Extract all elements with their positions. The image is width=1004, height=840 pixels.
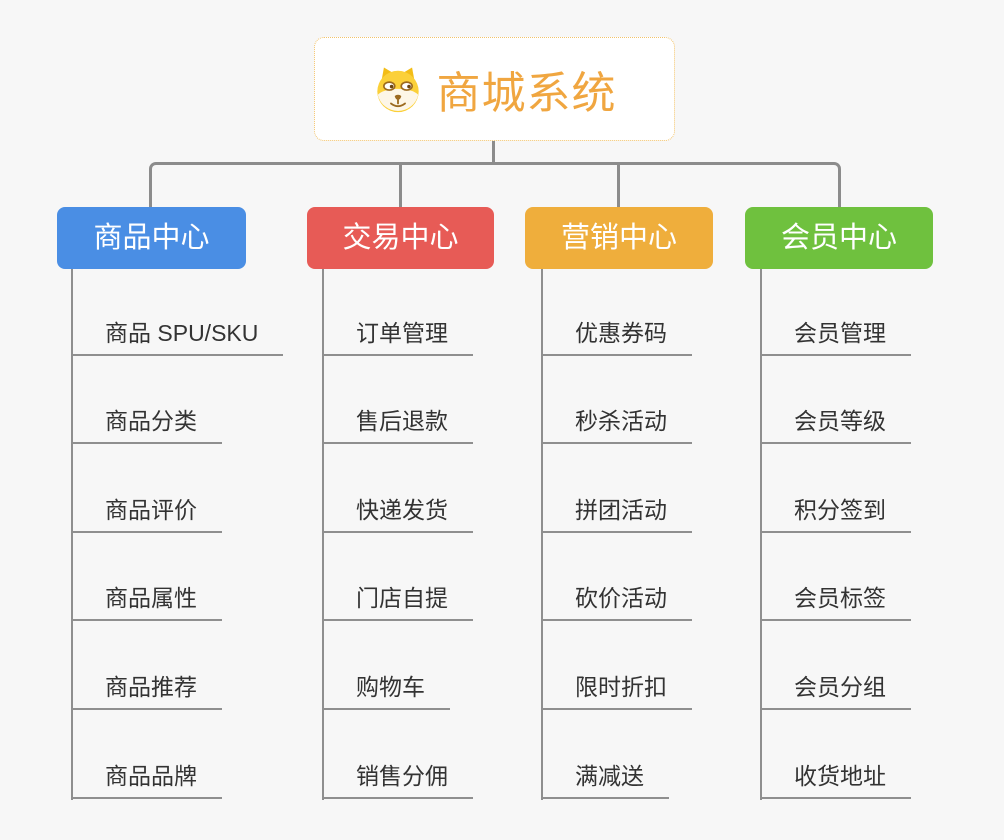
connector-spine-marketing — [541, 269, 543, 800]
leaf-column-product: 商品 SPU/SKU 商品分类 商品评价 商品属性 商品推荐 商品品牌 — [71, 267, 284, 799]
leaf-row: 秒杀活动 — [541, 356, 692, 445]
leaf-node[interactable]: 订单管理 — [322, 314, 473, 356]
connector-branch-frame — [149, 162, 841, 207]
leaf-node[interactable]: 购物车 — [322, 668, 450, 710]
leaf-row: 商品 SPU/SKU — [71, 267, 284, 356]
leaf-row: 商品评价 — [71, 444, 283, 533]
leaf-node[interactable]: 限时折扣 — [541, 668, 692, 710]
leaf-row: 会员等级 — [760, 356, 911, 445]
leaf-row: 商品分类 — [71, 356, 283, 445]
leaf-node[interactable]: 销售分佣 — [322, 757, 473, 799]
leaf-row: 门店自提 — [322, 533, 473, 622]
leaf-node[interactable]: 会员等级 — [760, 402, 911, 445]
leaf-row: 商品推荐 — [71, 621, 283, 710]
root-title: 商城系统 — [436, 69, 617, 118]
dog-face-icon — [376, 67, 419, 113]
leaf-node[interactable]: 快递发货 — [322, 491, 473, 533]
leaf-node[interactable]: 拼团活动 — [541, 491, 692, 533]
branch-node-marketing-center[interactable]: 营销中心 — [525, 207, 713, 269]
leaf-node[interactable]: 商品品牌 — [71, 757, 222, 799]
leaf-row: 销售分佣 — [322, 710, 473, 799]
connector-spine-member — [760, 269, 762, 800]
leaf-node[interactable]: 会员分组 — [760, 668, 911, 710]
leaf-node[interactable]: 售后退款 — [322, 402, 473, 445]
root-node-mall-system[interactable]: 商城系统 — [314, 37, 675, 141]
leaf-column-marketing: 优惠券码 秒杀活动 拼团活动 砍价活动 限时折扣 满减送 — [541, 267, 692, 799]
leaf-row: 收货地址 — [760, 710, 911, 799]
leaf-column-trade: 订单管理 售后退款 快递发货 门店自提 购物车 销售分佣 — [322, 267, 473, 799]
connector-drop-trade — [399, 164, 402, 207]
leaf-row: 限时折扣 — [541, 621, 692, 710]
leaf-row: 满减送 — [541, 710, 692, 799]
leaf-row: 会员管理 — [760, 267, 911, 356]
leaf-row: 快递发货 — [322, 444, 473, 533]
leaf-row: 拼团活动 — [541, 444, 692, 533]
leaf-node[interactable]: 商品评价 — [71, 491, 222, 533]
connector-root-drop — [492, 141, 495, 165]
leaf-node[interactable]: 商品分类 — [71, 402, 222, 445]
connector-spine-trade — [322, 269, 324, 800]
leaf-row: 购物车 — [322, 621, 473, 710]
leaf-row: 会员标签 — [760, 533, 911, 622]
leaf-node[interactable]: 商品推荐 — [71, 668, 222, 710]
branch-node-product-center[interactable]: 商品中心 — [57, 207, 246, 269]
leaf-node[interactable]: 秒杀活动 — [541, 402, 692, 445]
leaf-node[interactable]: 积分签到 — [760, 491, 911, 533]
leaf-node[interactable]: 会员管理 — [760, 314, 911, 356]
leaf-row: 订单管理 — [322, 267, 473, 356]
leaf-node[interactable]: 砍价活动 — [541, 579, 692, 622]
leaf-column-member: 会员管理 会员等级 积分签到 会员标签 会员分组 收货地址 — [760, 267, 911, 799]
leaf-row: 积分签到 — [760, 444, 911, 533]
leaf-row: 砍价活动 — [541, 533, 692, 622]
branch-node-member-center[interactable]: 会员中心 — [745, 207, 933, 269]
leaf-node[interactable]: 收货地址 — [760, 757, 911, 799]
leaf-node[interactable]: 优惠券码 — [541, 314, 692, 356]
leaf-node[interactable]: 商品属性 — [71, 579, 222, 622]
leaf-node[interactable]: 商品 SPU/SKU — [71, 314, 284, 356]
leaf-row: 商品品牌 — [71, 710, 283, 799]
leaf-node[interactable]: 门店自提 — [322, 579, 473, 622]
branch-node-trade-center[interactable]: 交易中心 — [307, 207, 494, 269]
connector-drop-marketing — [617, 164, 620, 207]
leaf-row: 售后退款 — [322, 356, 473, 445]
leaf-row: 商品属性 — [71, 533, 283, 622]
leaf-node[interactable]: 会员标签 — [760, 579, 911, 622]
connector-spine-product — [71, 269, 73, 800]
leaf-node[interactable]: 满减送 — [541, 757, 669, 799]
leaf-row: 优惠券码 — [541, 267, 692, 356]
leaf-row: 会员分组 — [760, 621, 911, 710]
